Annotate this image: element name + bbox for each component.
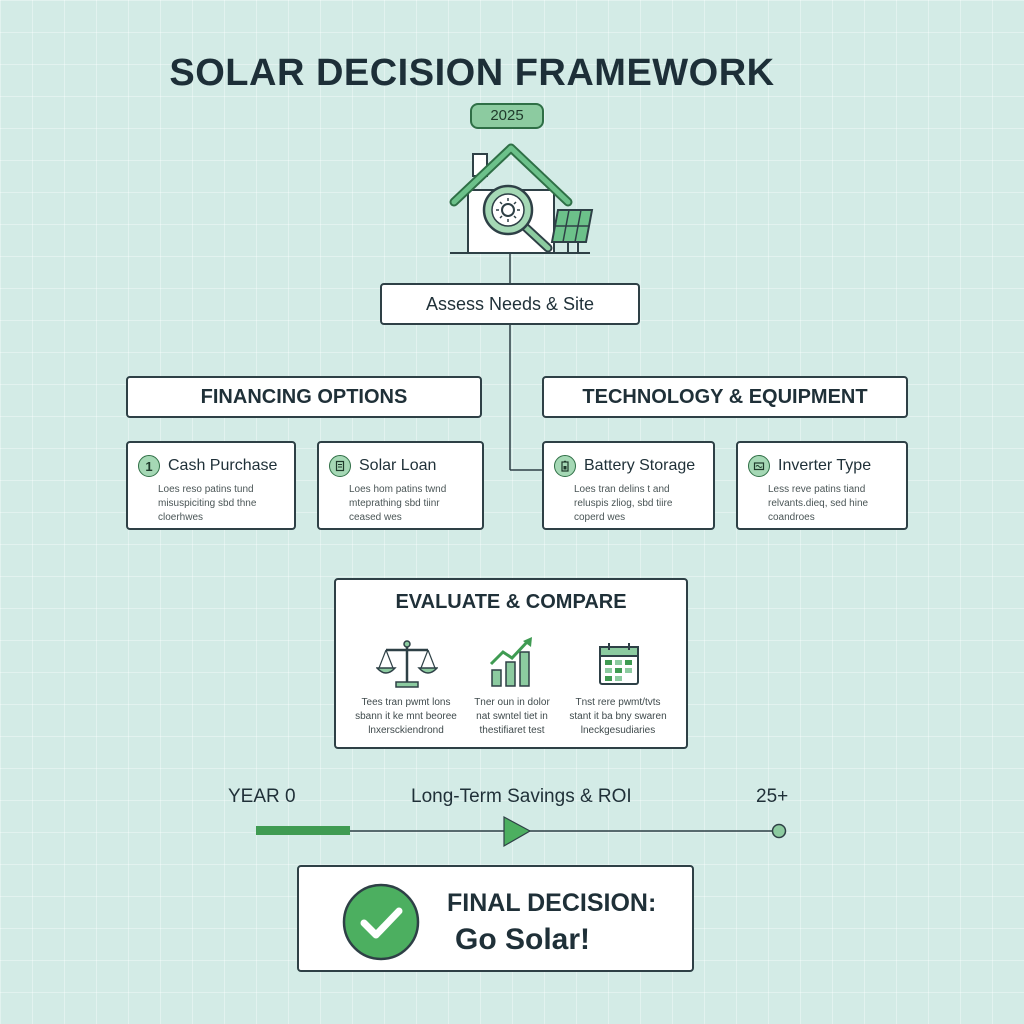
financing-title: FINANCING OPTIONS bbox=[200, 386, 408, 408]
final-decision-value: Go Solar! bbox=[455, 923, 591, 956]
card-solar-loan: Solar Loan Loes hom patins twnd mteprath… bbox=[317, 441, 484, 530]
timeline-end-label: 25+ bbox=[756, 786, 789, 807]
document-icon bbox=[329, 455, 351, 477]
assess-needs-label: Assess Needs & Site bbox=[425, 294, 595, 314]
timeline-title: Long-Term Savings & ROI bbox=[411, 786, 632, 807]
technology-title: TECHNOLOGY & EQUIPMENT bbox=[582, 386, 868, 408]
card-description: Loes hom patins twnd mteprathing sbd tii… bbox=[349, 484, 447, 523]
evaluate-col-text: Tner oun in dolor nat swntel tiet in the… bbox=[474, 697, 550, 736]
card-label: Battery Storage bbox=[584, 457, 696, 474]
growth-chart-icon bbox=[489, 637, 532, 687]
final-decision-label: FINAL DECISION: bbox=[447, 889, 657, 917]
assess-needs-node: Assess Needs & Site bbox=[380, 283, 640, 325]
card-description: Loes tran delins t and reluspis zliog, s… bbox=[574, 484, 673, 523]
card-inverter-type: Inverter Type Less reve patins tiand rel… bbox=[736, 441, 908, 530]
technology-header: TECHNOLOGY & EQUIPMENT bbox=[542, 376, 908, 418]
battery-icon bbox=[554, 455, 576, 477]
financing-header: FINANCING OPTIONS bbox=[126, 376, 482, 418]
inverter-icon bbox=[748, 455, 770, 477]
year-badge: 2025 bbox=[470, 103, 544, 129]
card-label: Inverter Type bbox=[778, 457, 872, 474]
card-label: Solar Loan bbox=[359, 457, 437, 474]
house-magnifier-solar-icon bbox=[449, 143, 594, 254]
card-description: Less reve patins tiand relvants.dieq, se… bbox=[768, 484, 869, 523]
checkmark-icon bbox=[342, 883, 420, 961]
evaluate-compare-panel: EVALUATE & COMPARE Tees tran pwmt lons s… bbox=[334, 578, 688, 749]
timeline-progress-fill bbox=[256, 826, 350, 835]
evaluate-col-text: Tees tran pwmt lons sbann it ke mnt beor… bbox=[355, 697, 457, 736]
timeline-start-label: YEAR 0 bbox=[228, 786, 296, 807]
scales-icon bbox=[376, 640, 438, 688]
evaluate-col-text: Tnst rere pwmt/tvts stant it ba bny swar… bbox=[569, 697, 667, 736]
card-label: Cash Purchase bbox=[168, 457, 278, 474]
evaluate-title: EVALUATE & COMPARE bbox=[395, 591, 627, 613]
card-cash-purchase: 1 Cash Purchase Loes reso patins tund mi… bbox=[126, 441, 296, 530]
final-decision-box: FINAL DECISION: Go Solar! bbox=[297, 865, 694, 972]
number-badge: 1 bbox=[138, 455, 160, 477]
timeline-arrow-icon bbox=[503, 815, 532, 848]
calendar-icon bbox=[599, 643, 639, 685]
card-description: Loes reso patins tund misuspiciting sbd … bbox=[158, 484, 257, 523]
page-title: SOLAR DECISION FRAMEWORK bbox=[169, 52, 775, 94]
timeline-bar bbox=[256, 815, 787, 848]
timeline-end-dot bbox=[771, 823, 787, 839]
card-battery-storage: Battery Storage Loes tran delins t and r… bbox=[542, 441, 715, 530]
